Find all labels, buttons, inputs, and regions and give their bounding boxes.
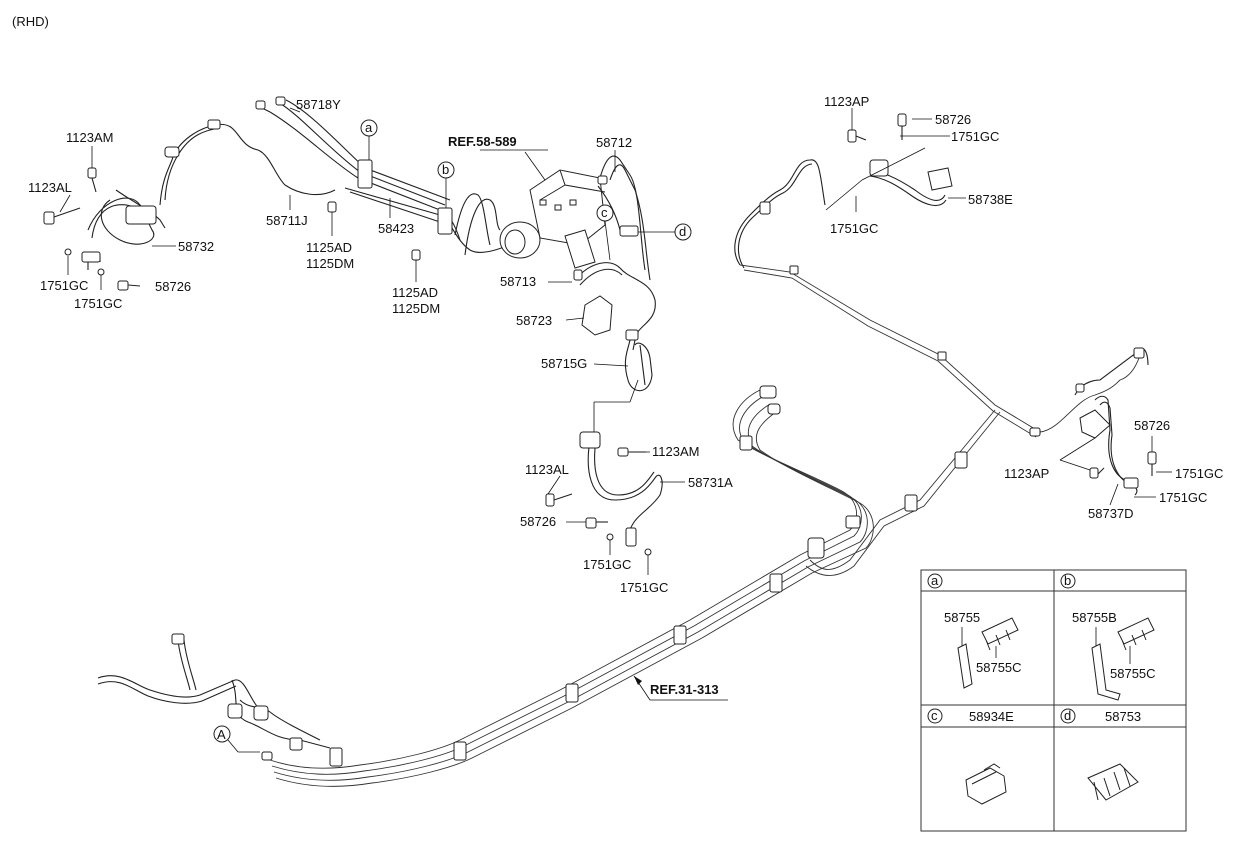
legend-b-part2: 58755C [1110, 666, 1156, 681]
detail-legend-table: a 58755 58755C b 58755B 58755C c 58934E … [920, 569, 1187, 832]
legend-c-part: 58934E [969, 709, 1014, 724]
upper-brake-lines [255, 96, 521, 261]
front-right-hose-assembly [573, 262, 656, 392]
callout-58711j: 58711J [266, 213, 308, 228]
callout-1751gc-right-2: 1751GC [1159, 490, 1207, 505]
legend-b-part1: 58755B [1072, 610, 1117, 625]
rear-right-upper-hose [734, 113, 953, 269]
legend-a-circle [927, 573, 943, 589]
callout-1751gc-top-2: 1751GC [830, 221, 878, 236]
callout-58737d: 58737D [1088, 506, 1134, 521]
callout-1125dm-b: 1125DM [392, 301, 440, 316]
callout-58726-top: 58726 [935, 112, 971, 127]
legend-b-circle [1060, 573, 1076, 589]
clip-58755b [1091, 643, 1121, 701]
clip-58753 [1087, 763, 1139, 801]
callout-58726-mid: 58726 [520, 514, 556, 529]
legend-d-letter: d [1064, 708, 1071, 723]
callout-58726-right: 58726 [1134, 418, 1170, 433]
legend-d-part: 58753 [1105, 709, 1141, 724]
lower-left-pipe-ends [97, 633, 331, 761]
callout-58713: 58713 [500, 274, 536, 289]
marker-A-circle [213, 725, 231, 743]
clip-58755c-a [981, 617, 1019, 651]
front-right-hose [545, 431, 663, 556]
legend-b-letter: b [1064, 573, 1071, 588]
callout-1123ap-top: 1123AP [824, 94, 869, 109]
callout-1751gc-top-1: 1751GC [951, 129, 999, 144]
legend-c-circle [927, 708, 943, 724]
callout-1125ad-a: 1125AD [306, 240, 352, 255]
callout-1123am-left: 1123AM [66, 130, 113, 145]
callout-58723: 58723 [516, 313, 552, 328]
callout-1751gc-mid-1: 1751GC [583, 557, 631, 572]
callout-1751gc-left-2: 1751GC [74, 296, 122, 311]
callout-1751gc-left-1: 1751GC [40, 278, 88, 293]
ref-58-589: REF.58-589 [448, 134, 517, 149]
callout-1123al-mid: 1123AL [525, 462, 569, 477]
callout-58715g: 58715G [541, 356, 587, 371]
callout-1123al-left: 1123AL [28, 180, 72, 195]
legend-a-letter: a [931, 573, 939, 588]
callout-1125ad-b: 1125AD [392, 285, 438, 300]
callout-1123ap-right: 1123AP [1004, 466, 1049, 481]
callout-58732: 58732 [178, 239, 214, 254]
legend-d-circle [1060, 708, 1076, 724]
callout-1125dm-a: 1125DM [306, 256, 354, 271]
callout-58712: 58712 [596, 135, 632, 150]
callout-58726-left: 58726 [155, 279, 191, 294]
legend-a-part1: 58755 [944, 610, 980, 625]
callout-58718y: 58718Y [296, 97, 341, 112]
clip-58755c-b [1117, 617, 1155, 651]
callout-58731a: 58731A [688, 475, 733, 490]
rear-right-lower-hose [1074, 347, 1157, 496]
callout-58423: 58423 [378, 221, 414, 236]
ref-31-313: REF.31-313 [650, 682, 719, 697]
ref-arrow-icon [634, 676, 642, 685]
marker-A: A [217, 727, 226, 742]
marker-a: a [365, 120, 373, 135]
marker-c: c [601, 205, 608, 220]
callout-1123am-mid: 1123AM [652, 444, 699, 459]
marker-b: b [442, 162, 449, 177]
marker-d: d [679, 224, 686, 239]
front-left-hose-assembly [43, 119, 336, 291]
abs-hydraulic-unit [499, 155, 651, 281]
clip-58755 [957, 643, 973, 689]
main-brake-pipes [269, 264, 1143, 787]
callout-1751gc-mid-2: 1751GC [620, 580, 668, 595]
callout-58738e: 58738E [968, 192, 1013, 207]
legend-c-letter: c [931, 708, 938, 723]
callout-1751gc-right-1: 1751GC [1175, 466, 1223, 481]
clip-58934e [965, 763, 1007, 805]
legend-a-part2: 58755C [976, 660, 1022, 675]
variant-label: (RHD) [12, 14, 49, 29]
